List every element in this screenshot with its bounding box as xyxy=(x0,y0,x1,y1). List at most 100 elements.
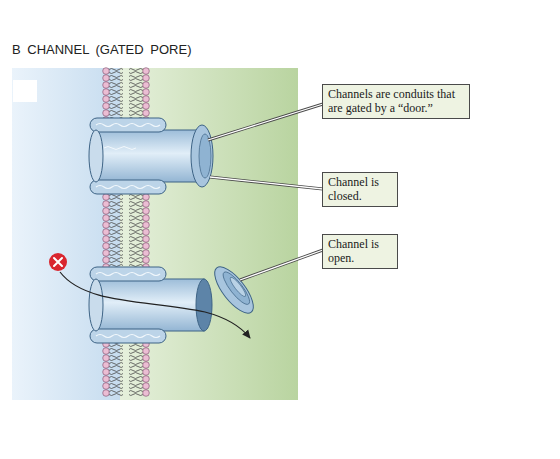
callout-box: Channel is closed. xyxy=(322,172,398,207)
callout-box: Channel is open. xyxy=(322,234,398,269)
lipid-tail xyxy=(109,209,123,214)
lipid-tail xyxy=(129,195,143,200)
lipid-head xyxy=(103,369,110,376)
lipid-tail xyxy=(129,90,143,95)
lipid-tail xyxy=(109,97,123,102)
lipid-head xyxy=(143,236,150,243)
leader-line xyxy=(208,104,323,140)
lipid-head xyxy=(143,348,150,355)
channel-body xyxy=(96,130,200,182)
lipid-head xyxy=(103,236,110,243)
lipid-head xyxy=(143,383,150,390)
lipid-head xyxy=(143,208,150,215)
channel-flange xyxy=(90,267,166,281)
lipid-tail xyxy=(109,370,123,375)
lipid-head xyxy=(143,68,150,75)
lipid-tail xyxy=(129,216,143,221)
lipid-tail xyxy=(109,90,123,95)
lipid-head xyxy=(103,222,110,229)
channel-flange xyxy=(90,118,166,132)
lipid-head xyxy=(103,82,110,89)
callout-text: Channel is open. xyxy=(328,237,392,266)
leader-line xyxy=(210,177,323,189)
lipid-tail xyxy=(129,363,143,368)
lipid-head xyxy=(143,243,150,250)
lipid-head xyxy=(103,110,110,117)
flange-ripple xyxy=(96,335,160,338)
lipid-tail xyxy=(129,244,143,249)
lipid-head xyxy=(143,110,150,117)
open-channel xyxy=(89,261,260,343)
leader-line xyxy=(240,250,323,280)
lipid-head xyxy=(143,222,150,229)
lipid-tail xyxy=(129,384,143,389)
lipid-tail xyxy=(129,83,143,88)
lipid-tail xyxy=(129,76,143,81)
lipid-tail xyxy=(129,202,143,207)
lipid-head xyxy=(143,194,150,201)
lipid-tail xyxy=(109,384,123,389)
lipid-head xyxy=(143,369,150,376)
lipid-head xyxy=(103,194,110,201)
lipid-tail xyxy=(109,251,123,256)
lipid-tail xyxy=(129,370,143,375)
door-inner xyxy=(219,269,253,308)
flange-ripple xyxy=(96,273,160,276)
lipid-tail xyxy=(109,104,123,109)
lipid-tail xyxy=(109,69,123,74)
lipid-head xyxy=(143,229,150,236)
lipid-head xyxy=(103,243,110,250)
solute-particle xyxy=(49,253,67,271)
lipid-tail xyxy=(109,258,123,263)
lipid-tail xyxy=(129,111,143,116)
lipid-head xyxy=(143,376,150,383)
lipid-head xyxy=(103,103,110,110)
lipid-tail xyxy=(109,377,123,382)
lipid-head xyxy=(143,89,150,96)
lipid-head xyxy=(143,75,150,82)
lipid-tail xyxy=(129,209,143,214)
solute-arrow xyxy=(60,272,250,338)
lipid-head xyxy=(103,89,110,96)
lipid-tail xyxy=(129,356,143,361)
lipid-head xyxy=(103,75,110,82)
channel-body xyxy=(96,279,204,331)
lipid-head xyxy=(103,68,110,75)
lipid-head xyxy=(103,362,110,369)
lipid-tail xyxy=(129,258,143,263)
lipid-head xyxy=(103,257,110,264)
lipid-head xyxy=(103,355,110,362)
lipid-tail xyxy=(109,391,123,396)
lipid-tail xyxy=(109,216,123,221)
channel-door xyxy=(208,261,260,319)
lipid-head xyxy=(103,348,110,355)
lipid-head xyxy=(103,208,110,215)
lipid-tail xyxy=(129,104,143,109)
lipid-tail xyxy=(129,237,143,242)
lipid-head xyxy=(143,103,150,110)
lipid-tail xyxy=(109,230,123,235)
lipid-head xyxy=(103,376,110,383)
lipid-head xyxy=(143,390,150,397)
lipid-head xyxy=(143,201,150,208)
lipid-tail xyxy=(109,349,123,354)
leader-line xyxy=(210,177,323,189)
channel-flange xyxy=(90,329,166,343)
leader-lines xyxy=(208,104,323,280)
lipid-tail xyxy=(109,111,123,116)
lipid-tail xyxy=(109,356,123,361)
lipid-tail xyxy=(109,244,123,249)
callout-text: Channels are conduits that are gated by … xyxy=(328,87,464,116)
lipid-tail xyxy=(109,76,123,81)
channel-flange xyxy=(90,180,166,194)
open-door xyxy=(208,261,260,319)
lipid-head xyxy=(143,215,150,222)
particle-cross xyxy=(54,258,62,266)
lipid-head xyxy=(103,201,110,208)
lipid-tail xyxy=(109,202,123,207)
lipid-tail xyxy=(109,83,123,88)
lipid-tail xyxy=(109,195,123,200)
lipid-tail xyxy=(129,391,143,396)
lipid-head xyxy=(143,355,150,362)
